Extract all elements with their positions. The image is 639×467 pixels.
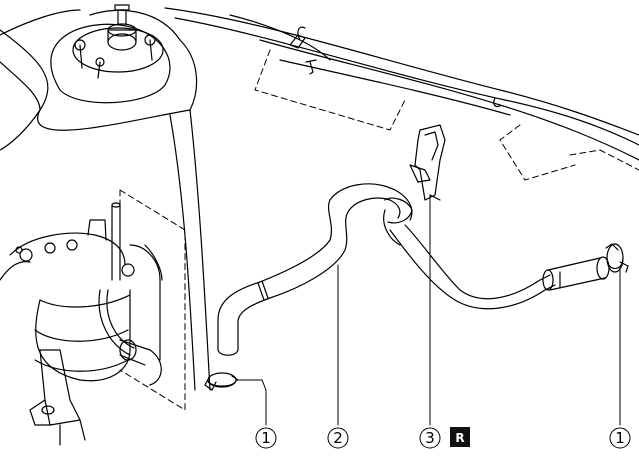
svg-text:2: 2 [333, 429, 343, 447]
svg-text:1: 1 [615, 429, 625, 447]
canister-assembly [0, 202, 163, 446]
svg-text:1: 1 [261, 429, 271, 447]
bracket [409, 124, 446, 201]
body-panel [164, 7, 639, 161]
callout-2: 2 [327, 427, 349, 449]
svg-text:R: R [455, 431, 464, 445]
svg-text:3: 3 [425, 429, 435, 447]
callout-1-right: 1 [609, 427, 631, 449]
hose [217, 183, 610, 356]
leader-boxes [119, 49, 639, 411]
callout-3: 3 [419, 427, 441, 449]
leader-lines [235, 194, 621, 426]
callout-1-left: 1 [255, 427, 277, 449]
replace-badge: R [450, 427, 470, 447]
hose-clamp-left [204, 372, 239, 391]
hose-clamp-right [605, 243, 629, 273]
strut-tower [0, 4, 211, 391]
